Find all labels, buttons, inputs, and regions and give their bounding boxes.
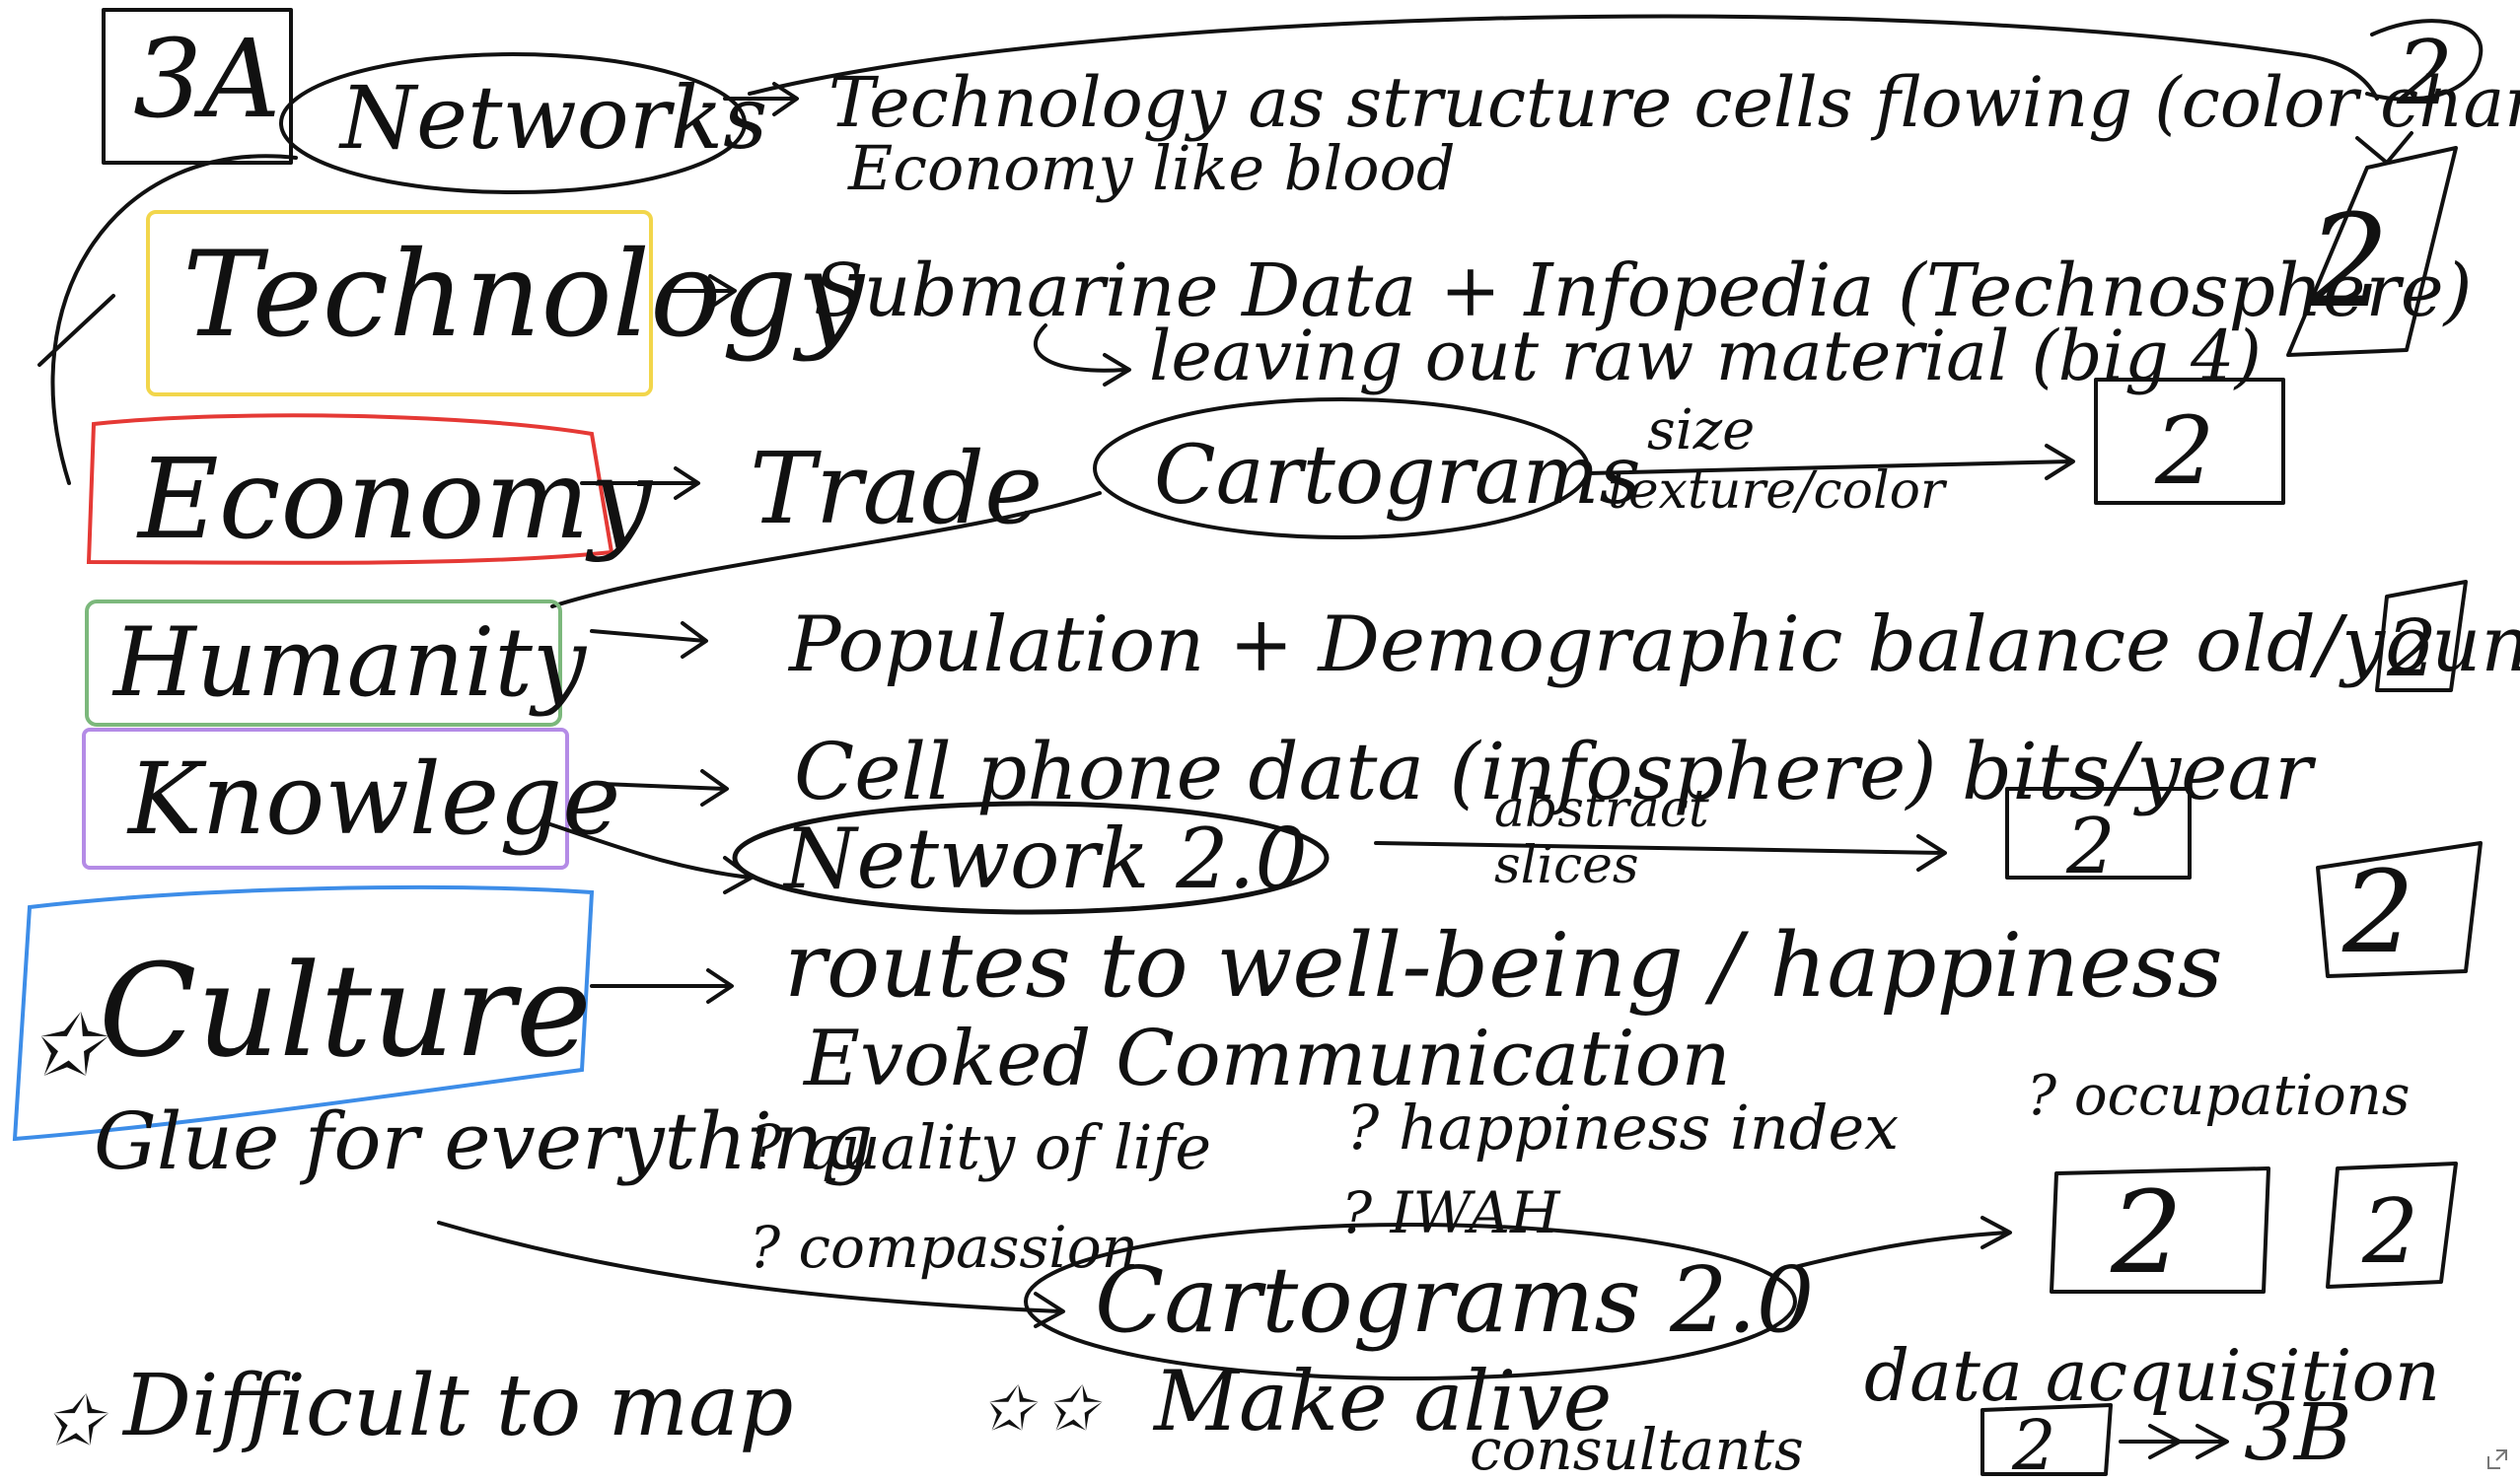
svg-text:2: 2	[2396, 22, 2453, 125]
cartograms-2-arrow	[1793, 1216, 2012, 1269]
svg-text:2: 2	[2011, 1405, 2056, 1482]
page-label-text: 3A	[133, 16, 280, 142]
networks-note-line1: Technology as structure cells flowing (c…	[828, 62, 2520, 143]
cartograms-2-node: Cartograms 2.0	[1024, 1223, 1814, 1380]
economy-node: Economy	[86, 413, 654, 565]
culture-question-compassion: ? compassion	[750, 1214, 1138, 1281]
humanity-arrow	[590, 621, 708, 659]
network-2-label: Network 2.0	[782, 811, 1308, 907]
technology-note-line1: Submarine Data + Infopedia (Technosphere…	[814, 248, 2472, 333]
to-3b-label: 3B	[2244, 1386, 2352, 1478]
consultants-note: consultants	[1470, 1416, 1804, 1482]
networks-note-line2: Economy like blood	[847, 132, 1456, 204]
mark-two-cartograms-2: 2	[2050, 1166, 2270, 1300]
page-label-3a: 3A	[102, 8, 293, 165]
left-connector-tick	[37, 294, 115, 367]
technology-subarrow	[1033, 323, 1131, 387]
humanity-cartograms-connector	[550, 491, 1102, 608]
economy-trade: Trade	[750, 431, 1043, 546]
culture-label: Culture	[99, 936, 592, 1086]
svg-text:2: 2	[2110, 1167, 2183, 1300]
technology-arrow	[669, 274, 737, 310]
network-2-node: Network 2.0	[732, 801, 1330, 915]
knowledge-arrow	[600, 769, 729, 807]
cartograms-label: Cartograms	[1154, 429, 1641, 523]
svg-text:2: 2	[2307, 186, 2390, 336]
culture-question-iwah: ? IWAH	[1341, 1179, 1561, 1246]
culture-star-icon: ✩	[30, 997, 108, 1095]
mark-two-networks: 2	[2365, 19, 2484, 125]
culture-note-line1: routes to well-being / happiness	[784, 914, 2223, 1018]
to-3b-arrow	[2119, 1424, 2229, 1459]
culture-question-quality: ? quality of life	[750, 1111, 1211, 1183]
networks-loop-line	[748, 14, 2379, 101]
technology-label: Technology	[182, 227, 866, 364]
mark-two-network: 2	[2005, 787, 2192, 891]
networks-node: Networks	[279, 52, 767, 194]
culture-question-happiness: ? happiness index	[1346, 1092, 1899, 1164]
svg-text:2: 2	[2341, 847, 2414, 979]
svg-text:2: 2	[2361, 1180, 2418, 1284]
make-alive-star2-icon: ✩	[1045, 1373, 1103, 1445]
svg-text:2: 2	[2065, 803, 2116, 891]
economy-size-note: size	[1647, 398, 1755, 462]
technology-node: Technology	[146, 210, 866, 396]
networks-label: Networks	[338, 67, 767, 169]
left-connector-curve	[50, 154, 298, 485]
knowledge-network-arrow	[545, 821, 754, 894]
economy-label: Economy	[136, 436, 654, 564]
difficult-note: Difficult to map	[121, 1357, 793, 1455]
culture-question-occupations: ? occupations	[2027, 1064, 2411, 1128]
technology-note-line2: leaving out raw material (big 4)	[1149, 316, 2262, 396]
culture-node: ✩ Culture	[12, 885, 595, 1142]
humanity-label: Humanity	[111, 607, 588, 718]
mark-two-cartograms: 2	[2094, 378, 2285, 506]
mark-two-bottom: 2	[1980, 1403, 2113, 1482]
culture-note-line2: Evoked Communication	[802, 1015, 1731, 1103]
culture-arrow	[590, 968, 734, 1004]
network-2-arrow	[1374, 834, 1947, 872]
mark-two-technology: 2	[2286, 146, 2458, 357]
knowledge-label: Knowlege	[126, 741, 620, 857]
difficult-star-icon: ✩	[44, 1380, 109, 1461]
knowledge-node: Knowlege	[82, 728, 620, 870]
glue-note: Glue for everything	[94, 1095, 874, 1187]
humanity-node: Humanity	[85, 600, 588, 727]
data-acquisition-note: data acquisition	[1864, 1334, 2440, 1417]
abstract-note: abstract	[1494, 780, 1709, 839]
networks-arrow	[723, 82, 799, 116]
humanity-note: Population + Demographic balance old/you…	[787, 600, 2520, 689]
svg-text:2: 2	[2154, 397, 2214, 506]
expand-corner-icon[interactable]	[2484, 1447, 2510, 1472]
svg-text:2: 2	[2386, 602, 2437, 694]
cartograms-2-label: Cartograms 2.0	[1095, 1247, 1814, 1353]
mark-two-humanity: 2	[2375, 580, 2468, 694]
mark-two-bottom-right: 2	[2326, 1162, 2458, 1289]
cartograms-arrow	[1586, 444, 2075, 480]
make-alive-note: Make alive	[1152, 1353, 1612, 1449]
cartograms-node: Cartograms	[1093, 397, 1641, 539]
make-alive-star-icon: ✩	[981, 1373, 1039, 1445]
mark-two-culture: 2	[2316, 841, 2483, 979]
glue-arrow	[437, 1221, 1065, 1328]
economy-arrow	[580, 466, 700, 500]
